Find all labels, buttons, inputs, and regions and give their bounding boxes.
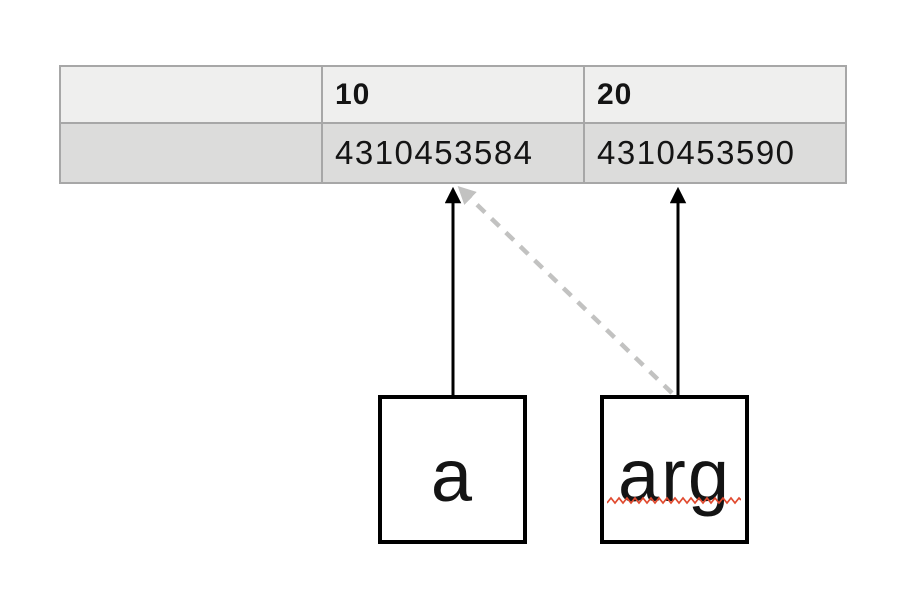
variable-label-arg: arg: [618, 433, 731, 517]
variable-box-a: a: [378, 395, 527, 544]
value-cell-20: 20: [585, 67, 845, 122]
address-cell-2: 4310453590: [585, 124, 845, 182]
memory-table: 10 20 4310453584 4310453590: [59, 65, 847, 184]
variable-label-a: a: [430, 433, 475, 517]
variable-box-arg: arg: [600, 395, 749, 544]
address-cell-1: 4310453584: [323, 124, 583, 182]
value-cell-10: 10: [323, 67, 583, 122]
dashed-arrow-arg-to-address-1: [457, 185, 674, 395]
address-cell-empty: [61, 124, 321, 182]
value-cell-empty: [61, 67, 321, 122]
